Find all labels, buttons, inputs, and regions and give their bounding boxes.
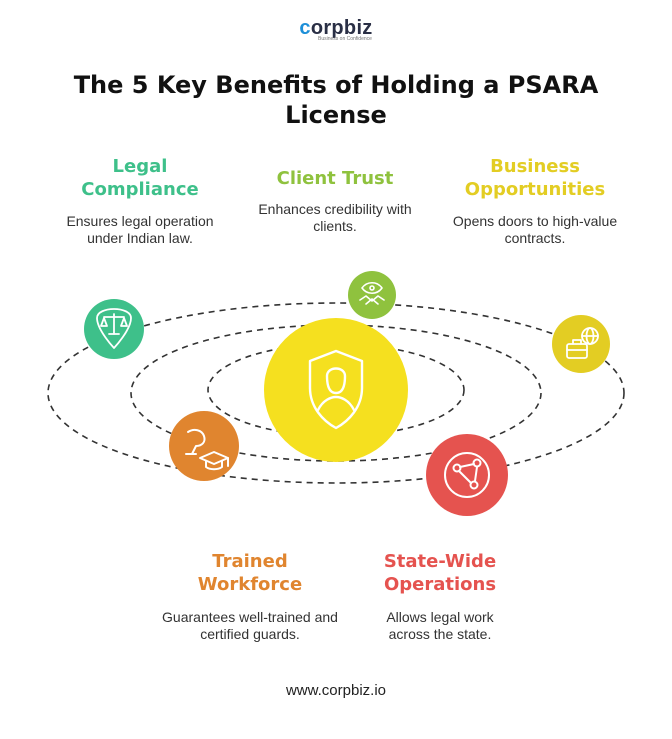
benefit-heading-client-trust: Client Trust [276, 168, 394, 189]
benefit-desc-state-wide-operations: Allows legal work across the state. [386, 609, 494, 642]
node-client-trust [348, 271, 396, 319]
outer-orbit [47, 302, 625, 484]
benefit-desc-client-trust: Enhances credibility with clients. [258, 201, 412, 234]
node-business-opportunities [552, 315, 610, 373]
benefit-heading-trained-workforce: Trained Workforce [197, 551, 303, 595]
scales-icon [96, 308, 132, 349]
node-legal-compliance [84, 299, 144, 359]
brand-tagline: Business on Confidence [318, 36, 372, 42]
network-map-icon [444, 452, 490, 498]
benefit-desc-business-opportunities: Opens doors to high-value contracts. [452, 213, 618, 246]
graduation-cap-icon [185, 428, 229, 471]
node-trained-workforce [169, 411, 239, 481]
briefcase-globe-icon [566, 327, 599, 359]
handshake-eye-icon [359, 281, 385, 305]
node-state-wide-operations [426, 434, 508, 516]
benefit-heading-legal-compliance: Legal Compliance [81, 156, 199, 200]
benefit-desc-trained-workforce: Guarantees well-trained and certified gu… [162, 609, 338, 642]
brand-name-initial: c [299, 17, 311, 39]
benefit-heading-state-wide-operations: State-Wide Operations [383, 551, 497, 595]
page-title: The 5 Key Benefits of Holding a PSARA Li… [73, 71, 599, 129]
shield-guard-icon [308, 349, 364, 430]
benefit-heading-business-opportunities: Business Opportunities [464, 156, 606, 200]
center-node [264, 318, 408, 462]
brand-name-rest: orpbiz [310, 17, 373, 39]
benefit-desc-legal-compliance: Ensures legal operation under Indian law… [66, 213, 214, 246]
footer-url[interactable]: www.corpbiz.io [285, 682, 387, 699]
brand-logo: corpbiz [0, 17, 672, 40]
brand-name: corpbiz [299, 17, 372, 39]
